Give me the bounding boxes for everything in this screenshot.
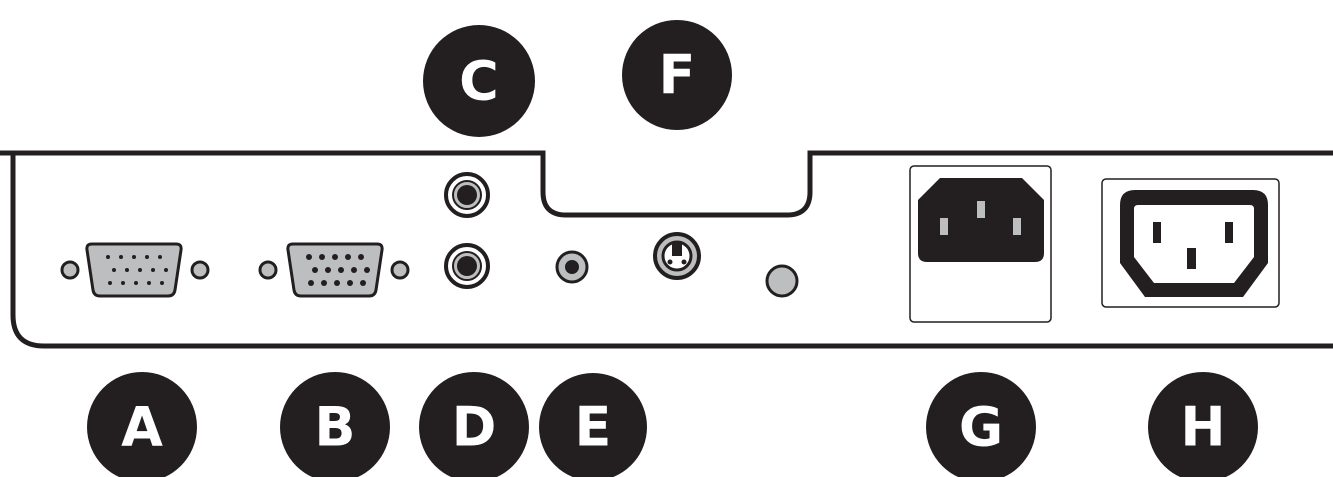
callout-label: D [452, 396, 497, 459]
port-f [653, 232, 701, 280]
power-inlet-c14-icon [918, 178, 1044, 262]
panel-outline-bottom [10, 153, 1333, 349]
reset-button-icon [765, 264, 799, 298]
callout-badge [419, 372, 529, 477]
callout-c: C [423, 25, 535, 137]
callout-label: B [314, 396, 355, 459]
callout-label: C [459, 50, 499, 113]
callout-h: H [1148, 372, 1258, 477]
port-a [60, 242, 210, 298]
callout-badge [926, 372, 1036, 477]
port-g [909, 165, 1052, 323]
callout-d: D [419, 372, 529, 477]
callout-f: F [622, 20, 732, 130]
screw-right-icon [390, 260, 410, 280]
screw-left-icon [60, 260, 80, 280]
callout-badge [280, 372, 390, 477]
callout-badge [87, 372, 197, 477]
callout-badge [1148, 372, 1258, 477]
port-b [258, 242, 410, 298]
callout-badge [622, 20, 732, 130]
screw-left-icon [258, 260, 278, 280]
vga-pins [306, 254, 370, 286]
callout-label: A [121, 396, 163, 459]
callout-label: E [575, 396, 612, 459]
callout-b: B [280, 372, 390, 477]
panel-outline [0, 150, 1333, 218]
port-h [1101, 178, 1280, 308]
vga-pins [106, 255, 168, 285]
callout-label: H [1180, 396, 1225, 459]
callout-a: A [87, 372, 197, 477]
callout-g: G [926, 372, 1036, 477]
callout-e: E [535, 369, 651, 477]
port-e [555, 250, 589, 284]
callout-label: F [659, 44, 696, 107]
callout-badge [535, 369, 651, 477]
callout-badge [423, 25, 535, 137]
callout-label: G [959, 396, 1003, 459]
screw-right-icon [190, 260, 210, 280]
port-d [444, 243, 490, 289]
port-c [444, 172, 490, 218]
